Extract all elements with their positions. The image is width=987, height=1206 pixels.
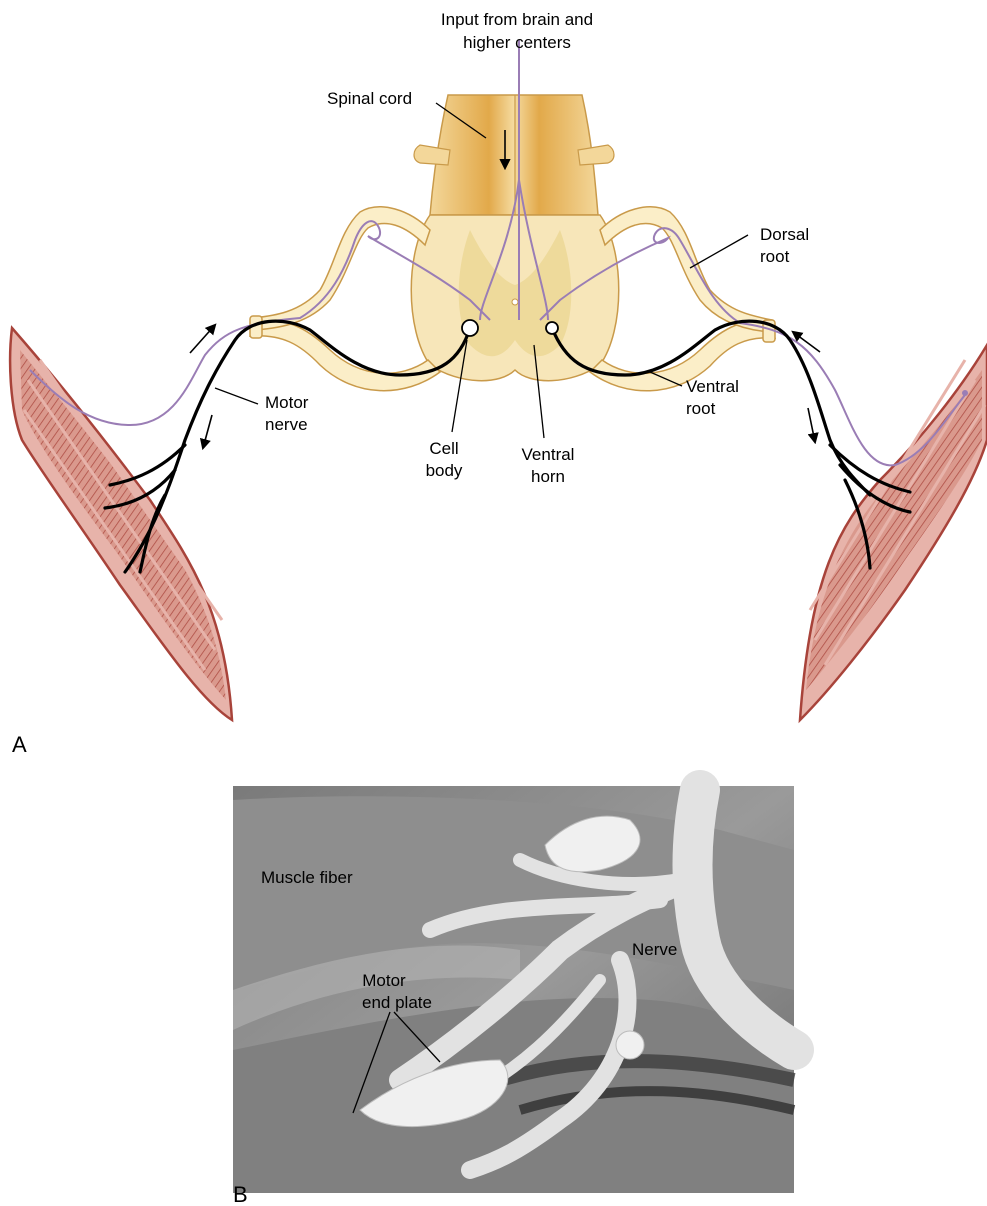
label-input-line1: Input from brain and bbox=[441, 10, 593, 29]
left-muscle bbox=[10, 328, 232, 720]
label-motor-nerve-line2: nerve bbox=[265, 415, 308, 434]
panel-b: Muscle fiber Nerve Motor end plate B bbox=[233, 786, 794, 1206]
label-ventral-horn-line1: Ventral bbox=[522, 445, 575, 464]
label-motor-nerve-line1: Motor bbox=[265, 393, 309, 412]
label-input-line2: higher centers bbox=[463, 33, 571, 52]
label-cell-body-line2: body bbox=[426, 461, 463, 480]
label-muscle-fiber: Muscle fiber bbox=[261, 868, 353, 887]
panel-a-letter: A bbox=[12, 732, 27, 757]
label-nerve: Nerve bbox=[632, 940, 677, 959]
label-motor-end-plate-line2: end plate bbox=[362, 993, 432, 1012]
panel-b-letter: B bbox=[233, 1182, 248, 1206]
label-ventral-root-line2: root bbox=[686, 399, 716, 418]
micrograph bbox=[233, 786, 794, 1193]
panel-a: Input from brain and higher centers Spin… bbox=[10, 10, 987, 757]
label-spinal-cord: Spinal cord bbox=[327, 89, 412, 108]
label-dorsal-root-line2: root bbox=[760, 247, 790, 266]
spinal-cord bbox=[411, 95, 619, 381]
label-motor-end-plate-line1: Motor bbox=[362, 971, 406, 990]
label-cell-body-line1: Cell bbox=[429, 439, 458, 458]
label-ventral-root-line1: Ventral bbox=[686, 377, 739, 396]
label-dorsal-root-line1: Dorsal bbox=[760, 225, 809, 244]
label-ventral-horn-line2: horn bbox=[531, 467, 565, 486]
